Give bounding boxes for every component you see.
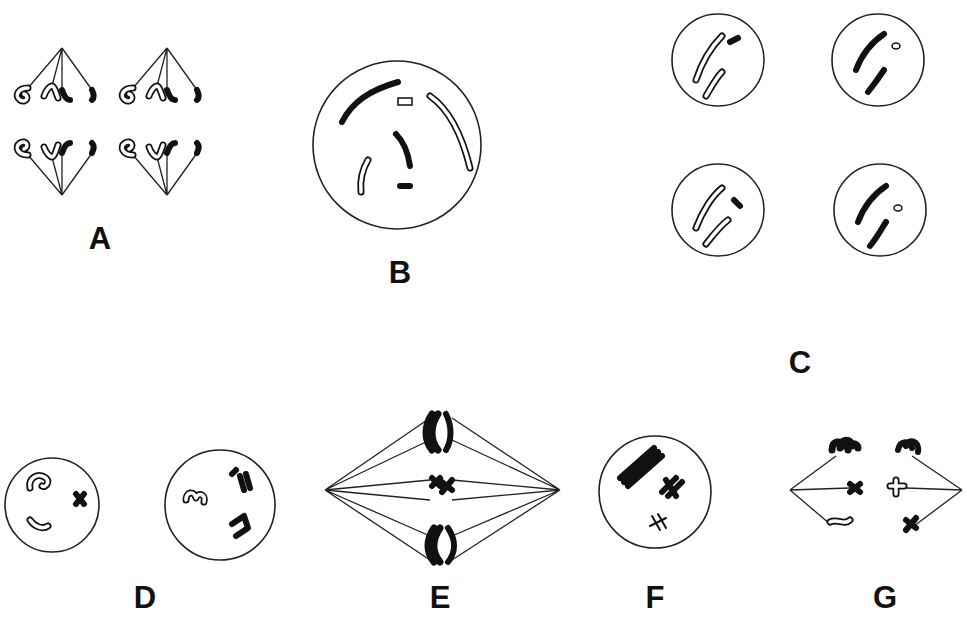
chromosome bbox=[76, 494, 84, 504]
chromosome bbox=[400, 183, 410, 189]
stage-letter: D bbox=[134, 582, 156, 613]
chromosome bbox=[856, 34, 884, 70]
chromosome bbox=[706, 72, 722, 96]
chromosome bbox=[730, 38, 738, 42]
chromosome bbox=[890, 480, 904, 494]
chromosome bbox=[361, 160, 368, 192]
chromosome bbox=[832, 440, 858, 450]
chromosome bbox=[650, 514, 666, 530]
chromosome bbox=[342, 82, 398, 122]
chromosome bbox=[448, 528, 454, 562]
spindle-fibre bbox=[790, 456, 850, 524]
chromosome bbox=[858, 186, 886, 222]
anaphase-half bbox=[122, 142, 198, 195]
anaphase-half bbox=[17, 142, 93, 195]
chromosome bbox=[30, 520, 48, 528]
chromosome bbox=[868, 70, 884, 92]
spindle-fibre bbox=[452, 418, 560, 560]
chromosome bbox=[620, 448, 662, 486]
chromosome bbox=[432, 478, 452, 492]
stage-f-figure bbox=[599, 436, 711, 548]
chromosome bbox=[890, 480, 904, 494]
cell-outline bbox=[832, 14, 924, 106]
chromosome bbox=[186, 493, 204, 502]
stage-letter: E bbox=[430, 582, 451, 613]
chromosome bbox=[30, 476, 48, 488]
cell-outline bbox=[5, 458, 99, 552]
chromosome bbox=[30, 520, 48, 528]
chromosome bbox=[432, 414, 438, 450]
cell-outline bbox=[672, 14, 764, 106]
anaphase-half bbox=[17, 48, 93, 101]
stage-g-figure bbox=[790, 440, 962, 530]
chromosome bbox=[830, 520, 850, 522]
chromosome bbox=[361, 160, 368, 192]
chromosome bbox=[892, 43, 900, 49]
chromosome bbox=[706, 220, 728, 244]
stage-e-figure bbox=[325, 414, 560, 562]
chromosome bbox=[830, 520, 850, 522]
chromosome bbox=[898, 441, 918, 452]
cell-outline bbox=[599, 436, 711, 548]
chromosome bbox=[870, 222, 886, 246]
stage-c-figure bbox=[672, 14, 926, 256]
chromosome bbox=[696, 188, 722, 228]
stage-b-figure bbox=[313, 61, 481, 229]
chromosome bbox=[850, 484, 860, 492]
stage-a-figure bbox=[17, 48, 198, 195]
chromosome bbox=[662, 478, 682, 496]
chromosome bbox=[734, 200, 740, 206]
chromosome bbox=[706, 220, 728, 244]
cell-outline bbox=[834, 164, 926, 256]
stage-letter: C bbox=[789, 347, 811, 378]
stage-d-figure bbox=[5, 450, 275, 560]
cell-outline bbox=[165, 450, 275, 560]
chromosome bbox=[906, 518, 916, 530]
chromosome bbox=[232, 516, 248, 536]
chromosome bbox=[30, 476, 48, 488]
cell-outline bbox=[672, 164, 764, 256]
chromosome bbox=[232, 470, 250, 490]
chromosome bbox=[398, 98, 412, 105]
stage-letter: B bbox=[389, 257, 411, 288]
chromosome bbox=[446, 414, 451, 450]
chromosome bbox=[396, 134, 410, 166]
chromosome bbox=[430, 96, 470, 168]
cell-outline bbox=[313, 61, 481, 229]
anaphase-half bbox=[122, 48, 198, 101]
stage-letter: G bbox=[873, 582, 897, 613]
chromosome bbox=[894, 205, 902, 211]
stage-letter: A bbox=[89, 223, 111, 254]
stage-letter: F bbox=[646, 582, 665, 613]
chromosome bbox=[434, 528, 440, 562]
chromosome bbox=[706, 72, 722, 96]
chromosome bbox=[696, 188, 722, 228]
chromosome bbox=[430, 96, 470, 168]
chromosome bbox=[186, 493, 204, 502]
spindle-fibre bbox=[325, 418, 430, 560]
